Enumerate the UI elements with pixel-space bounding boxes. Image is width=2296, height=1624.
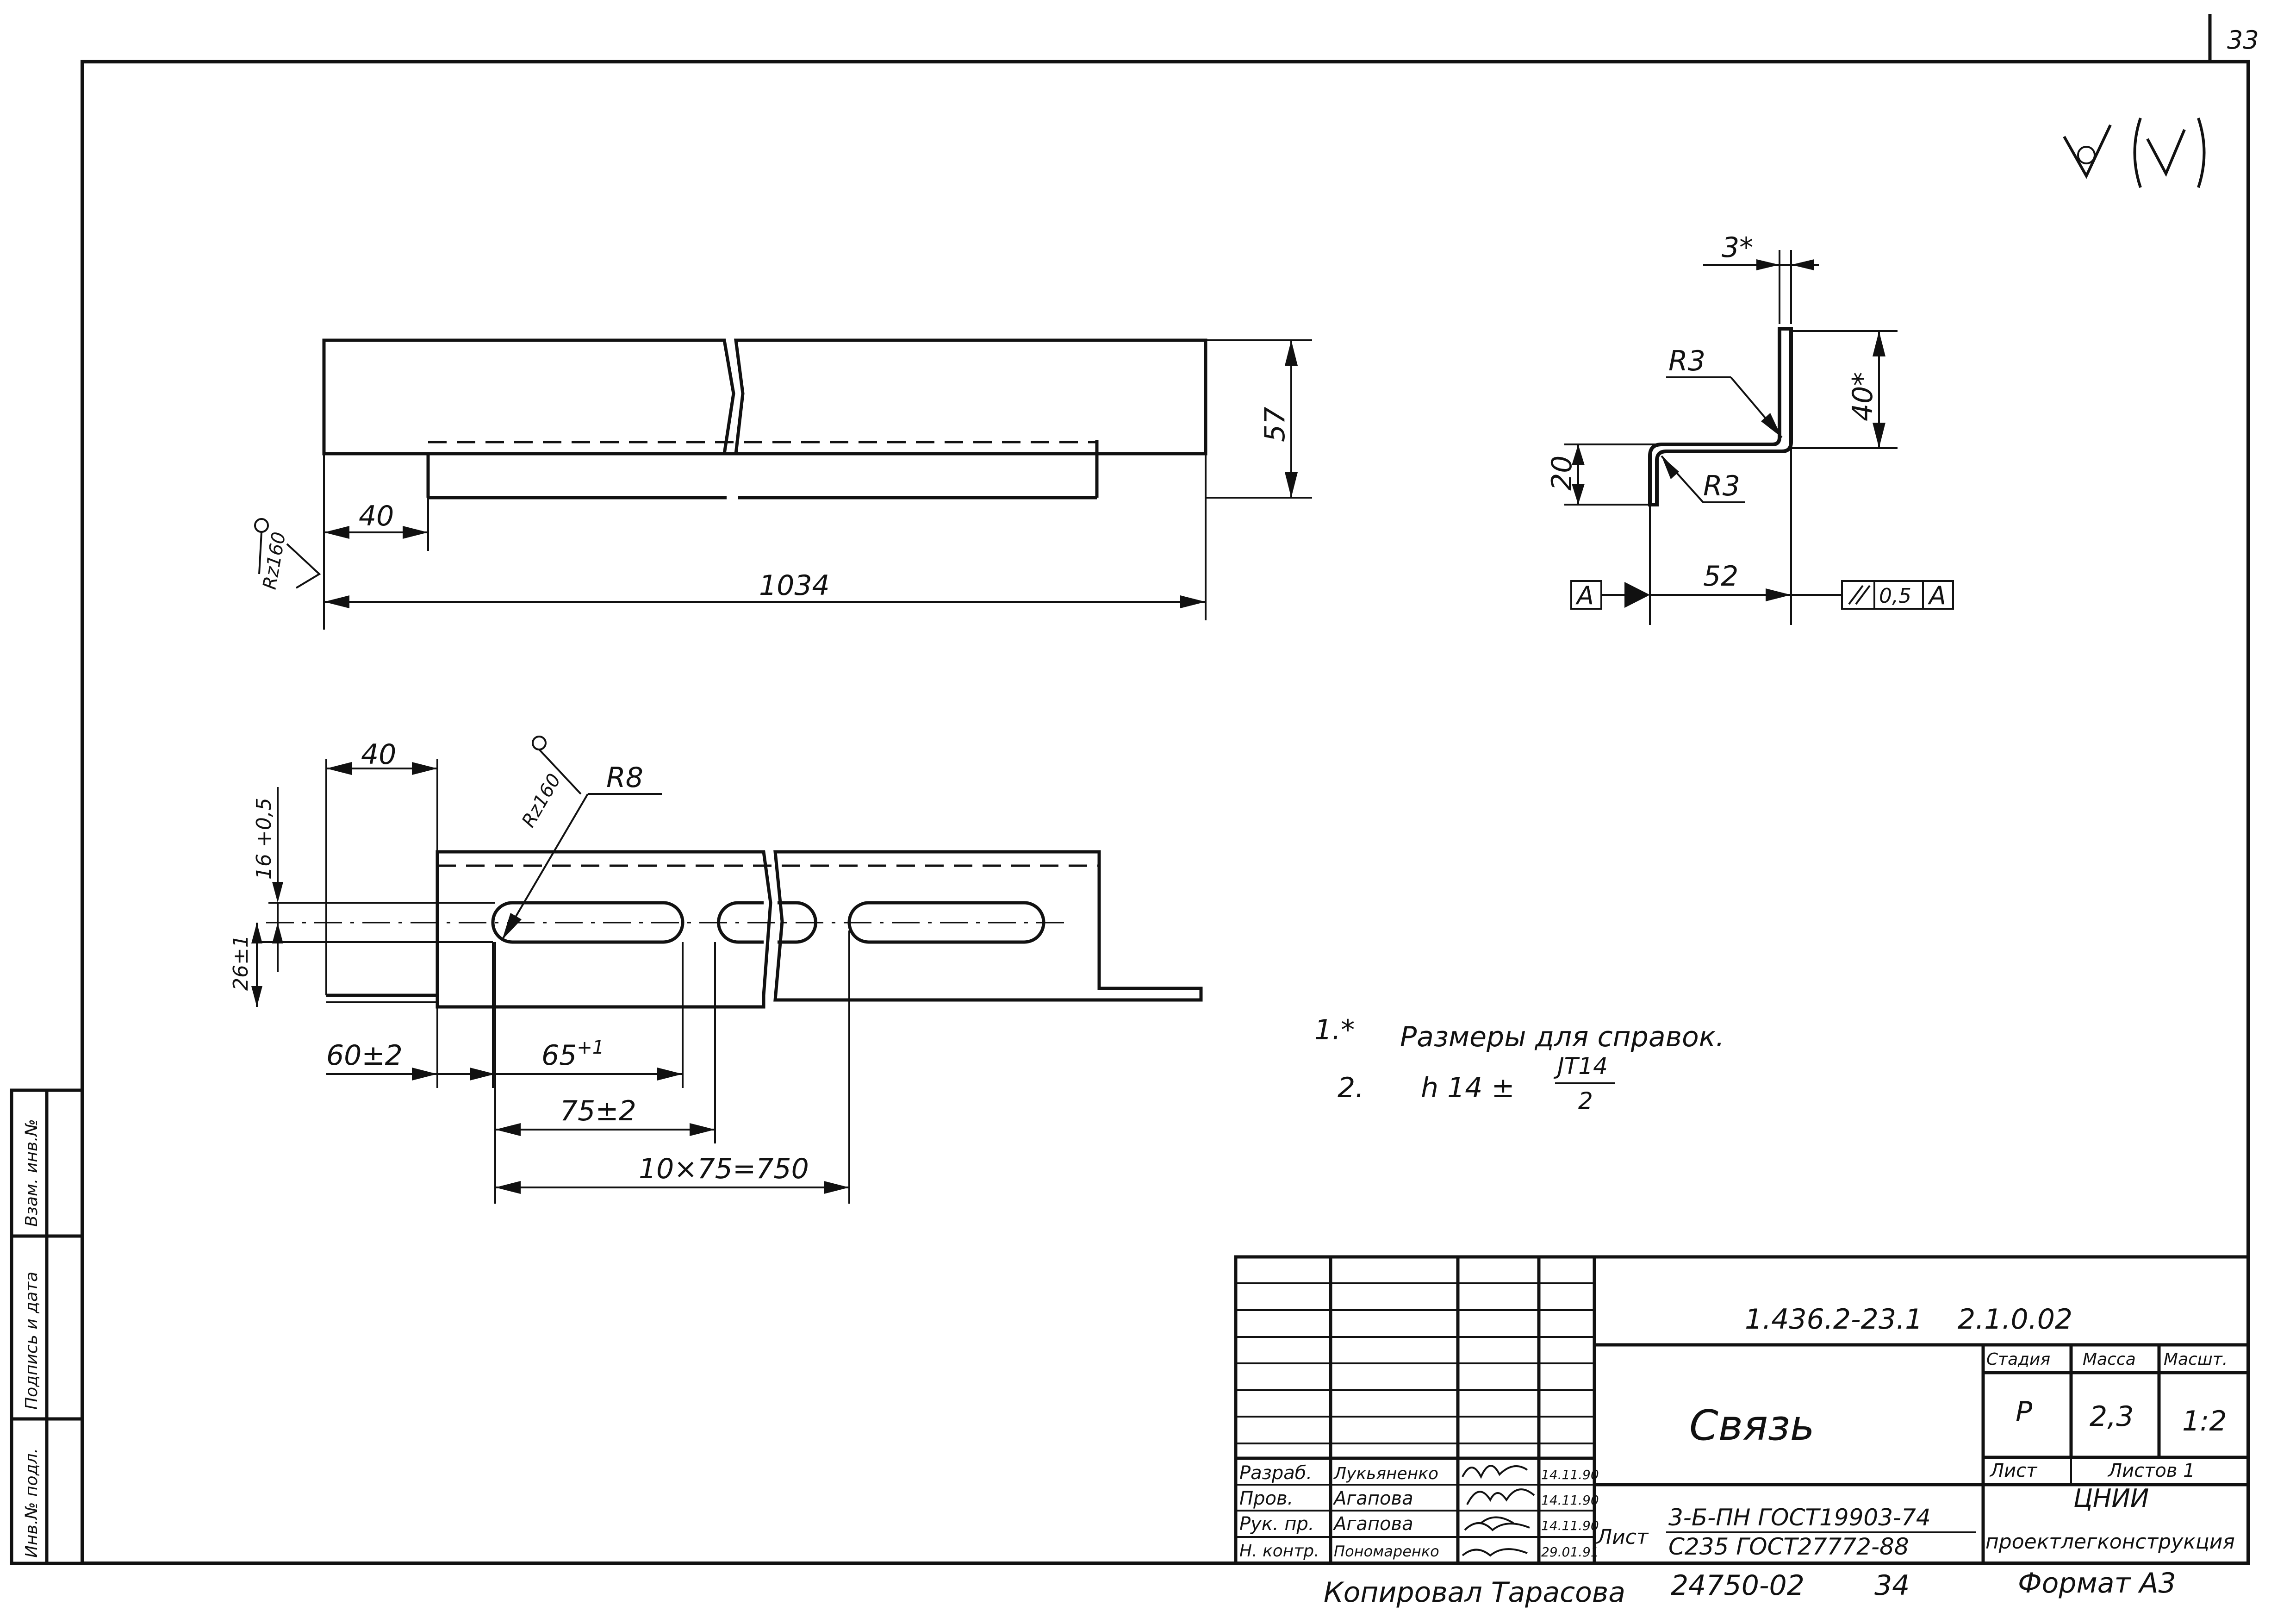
- scale-value: 1:2: [2182, 1405, 2227, 1437]
- radius-r3-top: R3: [1668, 345, 1705, 377]
- date-checker: 14.11.90: [1541, 1493, 1599, 1508]
- copied-by: Копировал Тарасова: [1324, 1576, 1625, 1609]
- mass-value: 2,3: [2090, 1400, 2134, 1433]
- note2-frac-num: JT14: [1553, 1053, 1608, 1080]
- role-checker: Пров.: [1239, 1488, 1293, 1509]
- note1-num: 1.*: [1314, 1014, 1355, 1046]
- stage-header: Стадия: [1986, 1350, 2050, 1369]
- parallelism-icon: [1848, 585, 1871, 605]
- material-label: Лист: [1596, 1525, 1649, 1549]
- mass-header: Масса: [2083, 1350, 2136, 1369]
- archive-number: 24750-02: [1671, 1569, 1804, 1602]
- dim-lower-20: 20: [1546, 456, 1578, 491]
- date-developer: 14.11.90: [1541, 1467, 1599, 1482]
- side-stamp-cell3: Инв.№ подл.: [22, 1448, 41, 1558]
- org-line2: проектлегконструкция: [1985, 1530, 2235, 1554]
- dim-pitch-75: 75±2: [560, 1095, 636, 1127]
- org-line1: ЦНИИ: [2073, 1484, 2149, 1513]
- title-block: 1.436.2-23.1 2.1.0.02 Связь Стадия Масса…: [1234, 1255, 2250, 1565]
- dim-offset-40: 40: [359, 500, 394, 532]
- name-lead: Агапова: [1332, 1513, 1413, 1535]
- drawing-frame: [81, 60, 2250, 1565]
- designation: 1.436.2-23.1: [1745, 1303, 1923, 1336]
- stage-value: Р: [2016, 1396, 2033, 1428]
- note2-frac-den: 2: [1578, 1087, 1593, 1114]
- archive-page: 34: [1874, 1569, 1910, 1602]
- radius-r8: R8: [606, 762, 643, 794]
- dim-width-52: 52: [1703, 560, 1738, 593]
- roughness-rz160-top: Rz160: [259, 531, 290, 591]
- part-name: Связь: [1689, 1401, 1815, 1450]
- footer: Копировал Тарасова 24750-02 34 Формат А3: [1324, 1567, 2176, 1609]
- dim-total-750: 10×75=750: [639, 1153, 809, 1185]
- name-developer: Лукьяненко: [1333, 1464, 1438, 1483]
- top-view: 57 40 1034 Rz160: [254, 338, 1312, 630]
- sheets-label: Листов 1: [2107, 1460, 2195, 1481]
- notes: 1.* Размеры для справок. 2. h 14 ± JT14 …: [1314, 1014, 1724, 1114]
- datum-a: A: [1575, 581, 1594, 610]
- dim-thickness: 3*: [1722, 231, 1753, 264]
- date-norm-control: 29.01.91: [1541, 1544, 1599, 1560]
- material-line2: С235 ГОСТ27772-88: [1668, 1533, 1909, 1560]
- dim-flange-40: 40: [361, 738, 396, 771]
- dim-slot-length: 65+1: [541, 1037, 604, 1072]
- name-checker: Агапова: [1332, 1488, 1413, 1509]
- tolerance-datum: A: [1928, 581, 1946, 610]
- front-view: 40 Rz160 R8 16 +0,5 26±1 60±2 6: [229, 736, 1203, 1204]
- role-lead: Рук. пр.: [1239, 1513, 1314, 1535]
- date-lead: 14.11.90: [1541, 1518, 1599, 1533]
- signatures: [1462, 1465, 1535, 1557]
- scale-header: Масшт.: [2164, 1350, 2228, 1369]
- note1-text: Размеры для справок.: [1400, 1021, 1724, 1053]
- drawing-code: 2.1.0.02: [1958, 1303, 2072, 1336]
- radius-r3-bottom: R3: [1703, 470, 1740, 502]
- dim-length-1034: 1034: [759, 569, 830, 602]
- sheet-number: 33: [2227, 25, 2259, 55]
- checkmark-roughness-icon: [2063, 118, 2206, 188]
- tolerance-value: 0,5: [1879, 584, 1911, 608]
- roughness-rz160-front: Rz160: [518, 770, 565, 831]
- side-stamp-cell1: Взам. инв.№: [22, 1119, 41, 1227]
- side-stamp: Взам. инв.№ Подпись и дата Инв.№ подл.: [10, 1088, 84, 1565]
- note2-num: 2.: [1338, 1072, 1364, 1104]
- section-view: 3* R3 40* 20 R3 52 A: [1546, 231, 1954, 625]
- name-norm-control: Пономаренко: [1334, 1543, 1439, 1560]
- role-norm-control: Н. контр.: [1239, 1542, 1319, 1561]
- role-developer: Разраб.: [1239, 1462, 1312, 1484]
- note2-text: h 14 ±: [1421, 1072, 1515, 1104]
- dim-height-57: 57: [1259, 407, 1291, 442]
- side-stamp-cell2: Подпись и дата: [22, 1272, 41, 1410]
- dim-start-60: 60±2: [326, 1039, 403, 1072]
- material-line1: 3-Б-ПН ГОСТ19903-74: [1668, 1504, 1931, 1531]
- sheet-label: Лист: [1989, 1460, 2038, 1481]
- dim-height-26: 26±1: [229, 935, 253, 991]
- format-label: Формат А3: [2018, 1567, 2176, 1599]
- dim-slot-offset: 16 +0,5: [252, 798, 276, 880]
- dim-leg-40: 40*: [1847, 372, 1879, 421]
